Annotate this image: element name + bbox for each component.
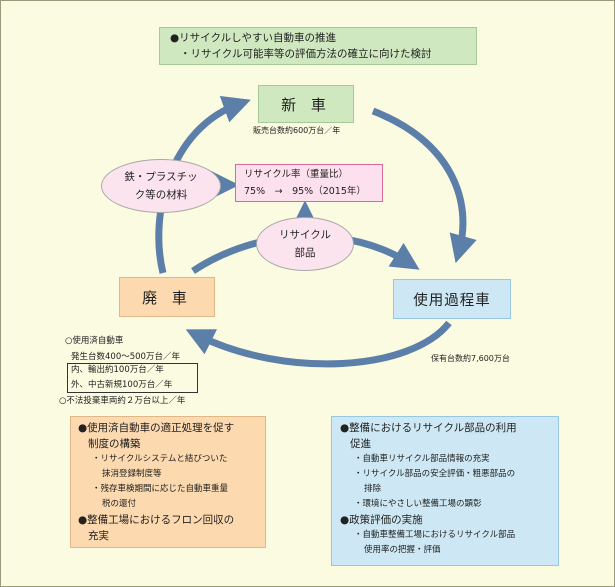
left-sub1-line2: 抹消登録制度等 xyxy=(102,469,162,479)
left-item1-line1: ●使用済自動車の適正処理を促す xyxy=(78,422,235,434)
left-sub2-line1: ・残存車検期間に応じた自動車重量 xyxy=(92,484,229,494)
right-sub4-line2: 使用率の把握・評価 xyxy=(364,545,441,555)
scrap-stats-header: ○使用済自動車 xyxy=(65,336,124,346)
left-item2-line1: ●整備工場におけるフロン回収の xyxy=(78,514,235,526)
arrow-new-to-inuse xyxy=(371,107,477,264)
recycled-parts-node: リサイクル 部品 xyxy=(256,217,354,271)
scrap-policy-box: ●使用済自動車の適正処理を促す 制度の構築 ・リサイクルシステムと結びついた 抹… xyxy=(70,416,266,548)
scrap-stats-line1: 発生台数400～500万台／年 xyxy=(71,352,180,362)
right-item2: ●政策評価の実施 xyxy=(340,514,423,526)
in-use-car-node: 使用過程車 xyxy=(393,279,511,319)
scrap-car-node: 廃 車 xyxy=(119,277,215,317)
top-policy-line1: ●リサイクルしやすい自動車の推進 xyxy=(170,32,337,44)
scrap-stats-line2: 内、輸出約100万台／年 xyxy=(71,365,164,375)
ownership-label: 保有台数約7,600万台 xyxy=(431,354,510,363)
new-car-label: 新 車 xyxy=(281,95,331,114)
sales-label: 販売台数約600万台／年 xyxy=(253,126,341,135)
in-use-car-label: 使用過程車 xyxy=(413,292,491,309)
stats-bracket-left xyxy=(67,363,198,393)
left-sub1-line1: ・リサイクルシステムと結びついた xyxy=(92,454,228,464)
right-sub4-line1: ・自動車整備工場におけるリサイクル部品 xyxy=(354,530,516,540)
right-sub1: ・自動車リサイクル部品情報の充実 xyxy=(354,454,490,464)
maintenance-policy-box: ●整備におけるリサイクル部品の利用 促進 ・自動車リサイクル部品情報の充実 ・リ… xyxy=(331,416,559,566)
materials-line2: ク等の材料 xyxy=(134,189,188,201)
scrap-stats-line3: 外、中古新規100万台／年 xyxy=(71,380,173,390)
right-item1-line1: ●整備におけるリサイクル部品の利用 xyxy=(340,422,517,434)
new-car-node: 新 車 xyxy=(258,85,354,123)
left-item1-line2: 制度の構築 xyxy=(88,438,141,450)
right-sub2-line1: ・リサイクル部品の安全評価・粗悪部品の xyxy=(354,469,516,479)
left-item2-line2: 充実 xyxy=(88,530,109,542)
left-sub2-line2: 税の還付 xyxy=(102,499,137,509)
recycle-rate-box: リサイクル率（重量比） 75% → 95%（2015年） xyxy=(235,164,383,202)
parts-line2: 部品 xyxy=(294,247,316,259)
scrap-car-label: 廃 車 xyxy=(142,288,192,307)
right-sub3: ・環境にやさしい整備工場の顕彰 xyxy=(354,499,482,509)
stats-bracket-right xyxy=(193,363,198,393)
scrap-stats-line4: ○不法投棄車両約２万台以上／年 xyxy=(59,396,186,406)
top-policy-line2: ・リサイクル可能率等の評価方法の確立に向けた検討 xyxy=(180,48,432,60)
recycle-rate-line2: 75% → 95%（2015年） xyxy=(244,186,366,197)
right-item1-line2: 促進 xyxy=(350,438,371,450)
recycle-rate-line1: リサイクル率（重量比） xyxy=(244,169,349,180)
materials-node: 鉄・プラスチッ ク等の材料 xyxy=(101,159,221,213)
top-policy-box: ●リサイクルしやすい自動車の推進 ・リサイクル可能率等の評価方法の確立に向けた検… xyxy=(159,27,477,65)
right-sub2-line2: 排除 xyxy=(364,484,382,494)
materials-line1: 鉄・プラスチッ xyxy=(124,171,198,183)
parts-line1: リサイクル xyxy=(279,229,331,241)
arrow-inuse-to-scrap xyxy=(185,320,452,368)
